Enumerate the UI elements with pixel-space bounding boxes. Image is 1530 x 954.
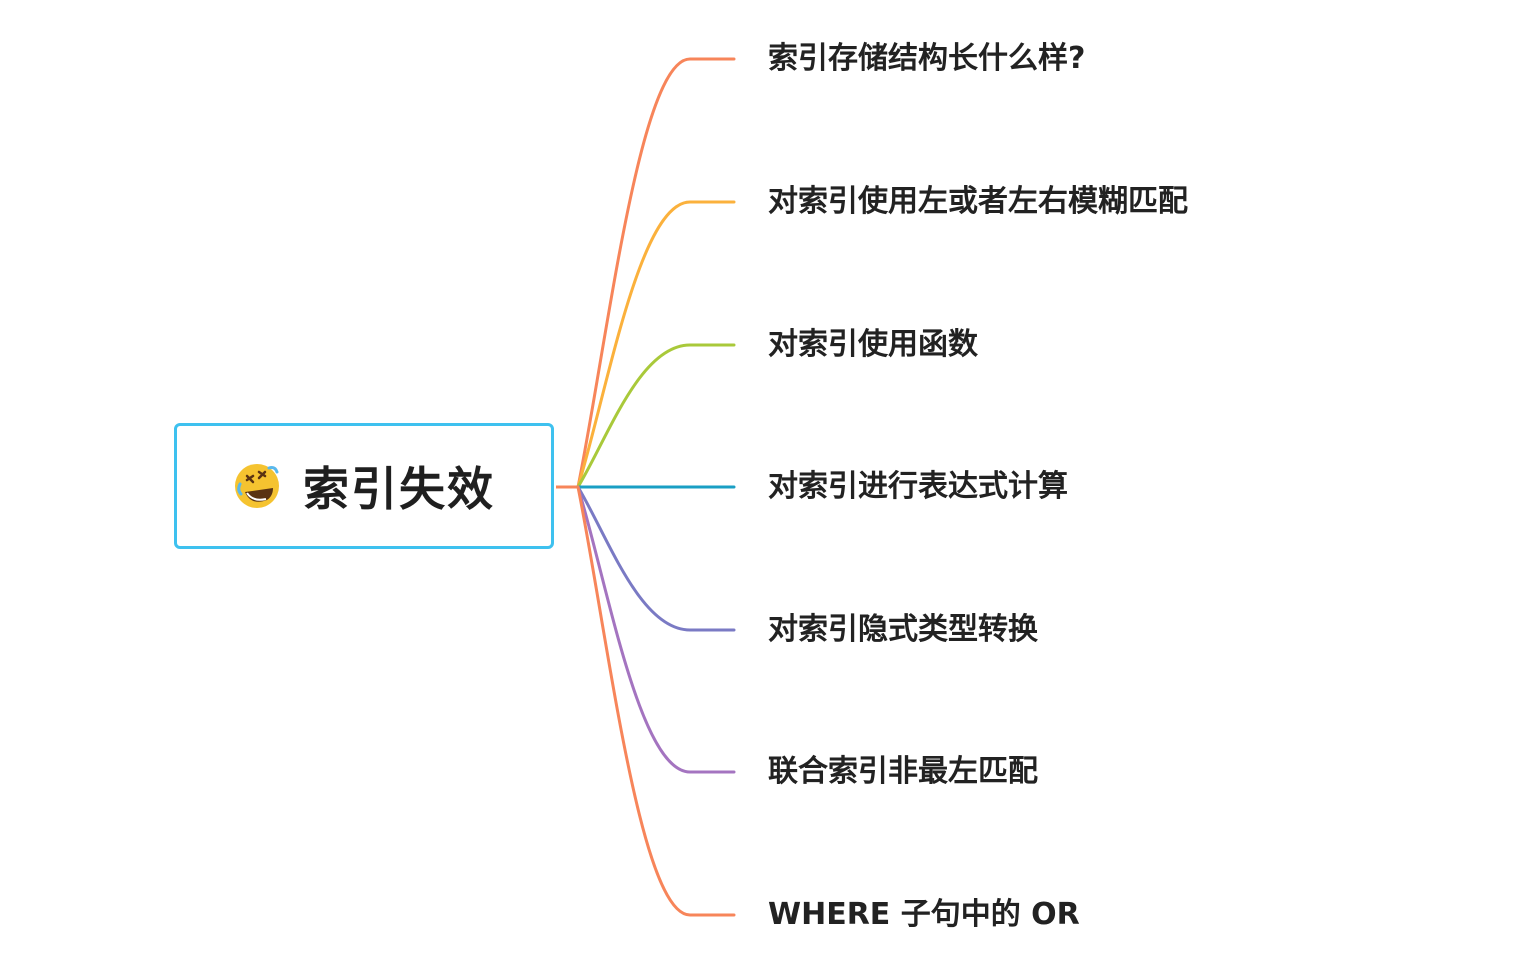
branch-topic-function[interactable]: 对索引使用函数 — [768, 327, 978, 362]
branch-connector-1 — [576, 200, 736, 489]
branch-connector-2 — [576, 343, 736, 489]
branch-connector-0 — [576, 57, 736, 489]
branch-topic-fuzzy-match[interactable]: 对索引使用左或者左右模糊匹配 — [768, 184, 1188, 219]
branch-topic-index-structure[interactable]: 索引存储结构长什么样? — [768, 41, 1086, 76]
root-topic-label: 索引失效 — [303, 462, 495, 516]
branch-connector-4 — [576, 485, 736, 632]
branch-topic-expression[interactable]: 对索引进行表达式计算 — [768, 469, 1068, 504]
branch-connector-5 — [576, 485, 736, 774]
branch-topic-where-or[interactable]: WHERE 子句中的 OR — [768, 897, 1080, 932]
rolling-on-floor-laughing-emoji-icon — [235, 464, 279, 508]
branch-topic-implicit-conversion[interactable]: 对索引隐式类型转换 — [768, 612, 1038, 647]
branch-topic-leftmost-prefix[interactable]: 联合索引非最左匹配 — [768, 754, 1038, 789]
root-topic-node[interactable]: 索引失效 — [174, 423, 554, 549]
branch-connector-6 — [576, 485, 736, 917]
